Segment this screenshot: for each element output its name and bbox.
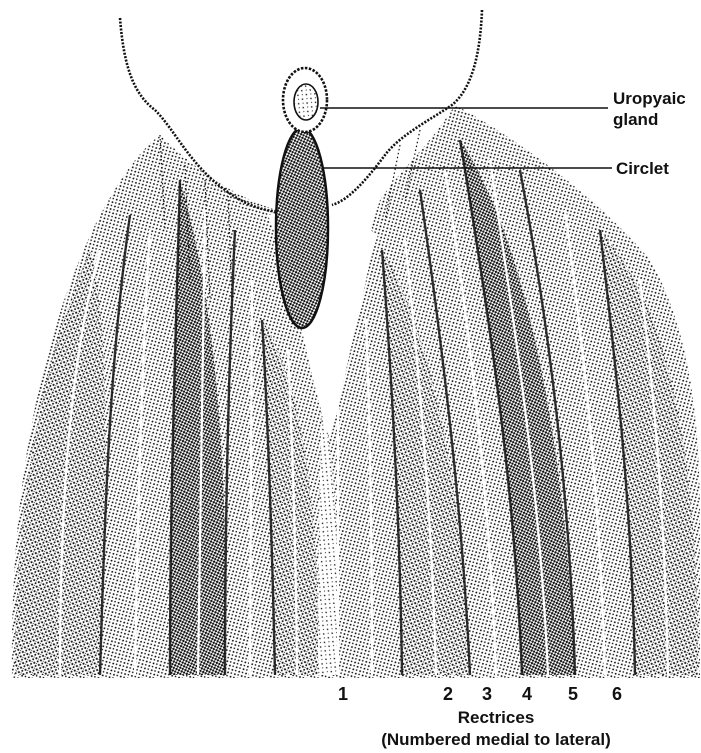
rectrix-number-1: 1 — [338, 684, 348, 704]
rectrix-number-6: 6 — [612, 684, 622, 704]
circlet-body — [276, 128, 328, 328]
rectrices-caption-subtitle: (Numbered medial to lateral) — [381, 730, 611, 749]
rectrix-number-5: 5 — [568, 684, 578, 704]
rectrix-number-4: 4 — [522, 684, 532, 704]
circlet-label: Circlet — [616, 159, 669, 178]
uropygial-gland-structure — [276, 68, 328, 328]
rectrix-number-3: 3 — [482, 684, 492, 704]
rectrices-caption-title: Rectrices — [458, 708, 535, 727]
uropygial-gland-label-line2: gland — [613, 110, 658, 129]
uropygial-gland-label-line1: Uropyaic — [613, 89, 686, 108]
uropygial-gland-inner — [294, 84, 318, 120]
rectrix-number-2: 2 — [443, 684, 453, 704]
